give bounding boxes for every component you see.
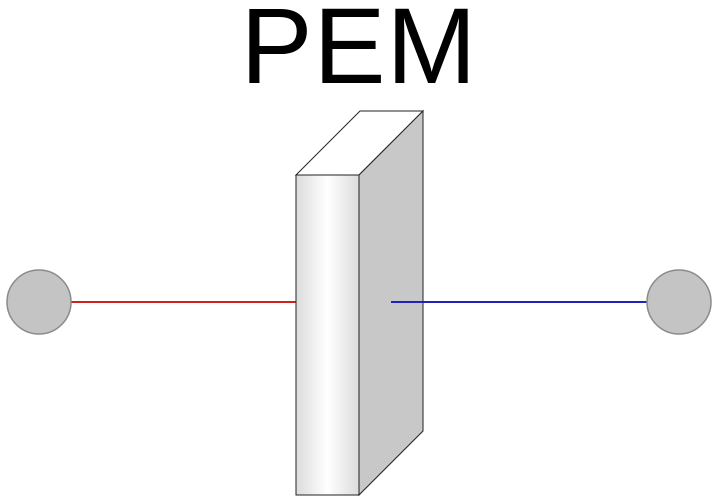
left-port[interactable] [6,269,72,335]
right-port[interactable] [646,269,712,335]
component-title: PEM [240,0,478,106]
membrane-front-face [295,174,360,496]
